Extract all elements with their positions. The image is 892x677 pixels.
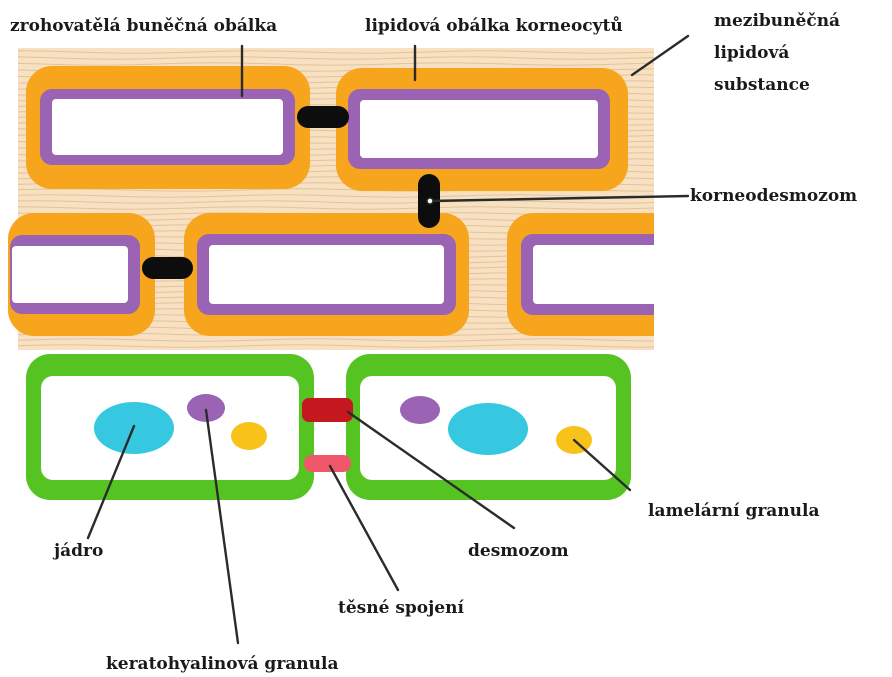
label-intercellular-lipid-line3: substance	[714, 75, 810, 95]
corneodesmosome	[142, 257, 193, 279]
lamellar-granule	[231, 422, 267, 450]
corneocyte-middle-left	[8, 213, 155, 336]
corneocyte-interior	[209, 245, 444, 304]
desmosome	[302, 398, 353, 422]
corneocyte-middle-center	[184, 213, 469, 336]
label-keratohyalin-granule: keratohyalinová granula	[106, 654, 339, 674]
label-lipid-envelope: lipidová obálka korneocytů	[365, 15, 623, 36]
keratinocyte-right	[346, 354, 631, 500]
label-tight-junction: těsné spojení	[338, 598, 464, 618]
label-cornified-envelope: zrohovatělá buněčná obálka	[10, 16, 277, 36]
label-intercellular-lipid-line2: lipidová	[714, 43, 789, 63]
label-nucleus: jádro	[52, 541, 103, 561]
corneocyte-top-right	[336, 68, 628, 191]
label-corneodesmosome: korneodesmozom	[690, 186, 857, 206]
granular-layer	[26, 354, 631, 500]
label-intercellular-lipid-line1: mezibuněčná	[714, 11, 840, 31]
matrix-right-mask	[654, 200, 694, 350]
tight-junction	[304, 455, 351, 472]
label-desmosome: desmozom	[468, 541, 569, 561]
corneocyte-top-left	[26, 66, 310, 189]
corneodesmosome	[297, 106, 349, 128]
label-lamellar-granule: lamelární granula	[648, 501, 820, 521]
nucleus	[448, 403, 528, 455]
corneocyte-interior	[52, 99, 283, 155]
keratohyalin-granule	[400, 396, 440, 424]
keratinocyte-left	[26, 354, 314, 500]
corneocyte-interior	[12, 246, 128, 303]
corneodesmosome-pointer-dot	[427, 198, 433, 204]
corneocyte-interior	[360, 100, 598, 158]
